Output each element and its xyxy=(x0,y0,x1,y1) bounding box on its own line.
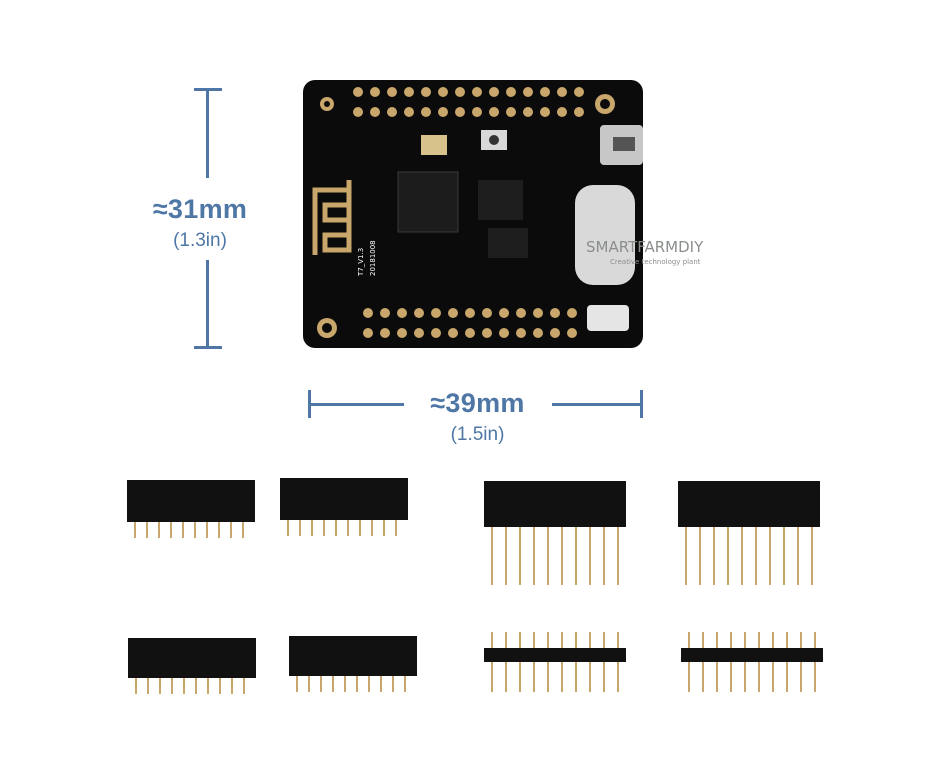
board-version-text: T7_V1.3 xyxy=(357,248,365,277)
height-dimension-bottom-cap xyxy=(194,346,222,349)
height-dimension-line-top xyxy=(206,88,209,178)
board-date-text: 20181008 xyxy=(369,240,377,276)
height-dimension-inch-label: (1.3in) xyxy=(173,230,227,251)
width-dimension-line-left xyxy=(308,403,404,406)
female-header-long-1 xyxy=(484,481,626,585)
width-dimension-line-right xyxy=(552,403,642,406)
female-header-short-2 xyxy=(280,478,408,536)
watermark-brand: SMARTFARMDIY xyxy=(586,238,704,256)
female-header-short-1 xyxy=(127,480,255,538)
width-dimension-inch-label: (1.5in) xyxy=(450,424,505,445)
watermark-tagline: Creative technology plant xyxy=(610,258,701,266)
female-header-short-4 xyxy=(289,636,417,692)
height-dimension-line-bottom xyxy=(206,260,209,348)
height-dimension-label: ≈31mm xyxy=(152,194,248,224)
width-dimension-right-cap xyxy=(640,390,643,418)
female-header-short-3 xyxy=(128,638,256,694)
male-header-1 xyxy=(484,632,626,692)
width-dimension-label: ≈39mm xyxy=(430,388,525,418)
male-header-2 xyxy=(681,632,823,692)
esp32-board: T7_V1.3 20181008 xyxy=(303,80,643,348)
female-header-long-2 xyxy=(678,481,820,585)
